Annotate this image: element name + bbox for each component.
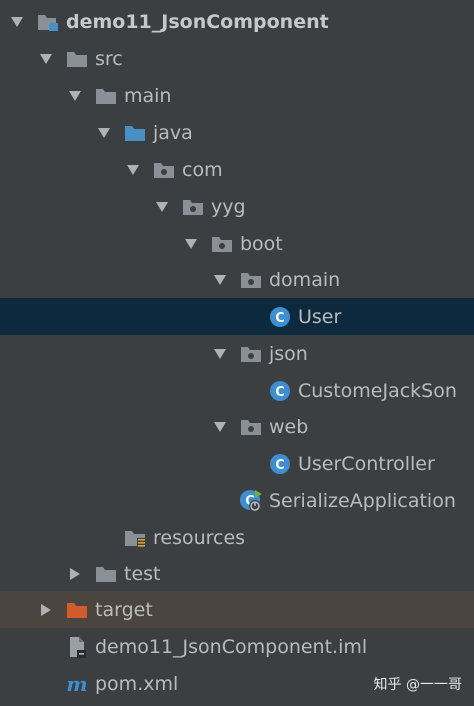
package-icon <box>239 343 263 365</box>
arrow-spacer <box>37 675 55 693</box>
expand-arrow-icon[interactable] <box>211 271 229 289</box>
excluded-folder-icon <box>65 599 89 621</box>
tree-item-label: UserController <box>298 452 435 475</box>
tree-item-target[interactable]: target <box>0 591 474 628</box>
arrow-spacer <box>240 382 258 400</box>
expand-arrow-icon[interactable] <box>95 124 113 142</box>
module-folder-icon <box>36 11 60 33</box>
arrow-spacer <box>95 529 113 547</box>
folder-icon <box>94 85 118 107</box>
expand-arrow-icon[interactable] <box>37 50 55 68</box>
tree-item-iml-file[interactable]: demo11_JsonComponent.iml <box>0 628 474 665</box>
tree-item-main[interactable]: main <box>0 77 474 114</box>
tree-item-label: boot <box>240 232 283 255</box>
tree-item-label: target <box>95 598 153 621</box>
java-class-icon: C <box>268 453 292 475</box>
tree-item-yyg[interactable]: yyg <box>0 188 474 225</box>
tree-item-domain[interactable]: domain <box>0 261 474 298</box>
arrow-spacer <box>240 308 258 326</box>
watermark: 知乎 @一一哥 <box>373 677 462 693</box>
tree-item-label: com <box>182 158 223 181</box>
tree-item-label: json <box>269 342 308 365</box>
tree-item-label: java <box>153 121 193 144</box>
tree-item-label: resources <box>153 526 246 549</box>
arrow-spacer <box>240 455 258 473</box>
package-icon <box>152 159 176 181</box>
expand-arrow-icon[interactable] <box>211 418 229 436</box>
tree-item-label: demo11_JsonComponent <box>66 10 329 33</box>
resources-folder-icon <box>123 527 147 549</box>
tree-item-label: web <box>269 415 309 438</box>
svg-text:C: C <box>275 458 285 473</box>
tree-item-json[interactable]: json <box>0 335 474 372</box>
tree-item-label: yyg <box>211 195 246 218</box>
arrow-spacer <box>37 638 55 656</box>
tree-item-user[interactable]: C User <box>0 298 474 335</box>
java-class-icon: C <box>268 306 292 328</box>
spring-boot-class-icon: C <box>239 489 263 512</box>
tree-item-label: SerializeApplication <box>269 489 456 512</box>
maven-icon: m <box>65 673 89 695</box>
tree-item-label: src <box>95 47 123 70</box>
tree-item-java[interactable]: java <box>0 114 474 151</box>
expand-arrow-icon[interactable] <box>66 87 84 105</box>
package-icon <box>239 416 263 438</box>
folder-icon <box>94 563 118 585</box>
tree-item-label: User <box>298 305 342 328</box>
expand-arrow-icon[interactable] <box>182 235 200 253</box>
package-icon <box>239 269 263 291</box>
tree-item-boot[interactable]: boot <box>0 225 474 262</box>
svg-text:C: C <box>245 494 255 509</box>
svg-text:C: C <box>275 311 285 326</box>
tree-item-label: domain <box>269 268 341 291</box>
tree-item-test[interactable]: test <box>0 555 474 592</box>
expand-arrow-icon[interactable] <box>124 161 142 179</box>
svg-text:m: m <box>66 673 87 695</box>
expand-arrow-icon[interactable] <box>211 345 229 363</box>
svg-text:C: C <box>275 385 285 400</box>
tree-item-label: test <box>124 562 161 585</box>
tree-item-serializeapplication[interactable]: C SerializeApplication <box>0 482 474 519</box>
tree-item-com[interactable]: com <box>0 151 474 188</box>
expand-arrow-icon[interactable] <box>8 13 26 31</box>
iml-file-icon <box>65 636 89 658</box>
package-icon <box>210 233 234 255</box>
source-root-folder-icon <box>123 122 147 144</box>
tree-item-src[interactable]: src <box>0 40 474 77</box>
tree-item-web[interactable]: web <box>0 408 474 445</box>
package-icon <box>181 196 205 218</box>
java-class-icon: C <box>268 380 292 402</box>
tree-item-label: demo11_JsonComponent.iml <box>95 635 368 658</box>
collapse-arrow-icon[interactable] <box>37 601 55 619</box>
tree-item-usercontroller[interactable]: C UserController <box>0 445 474 482</box>
collapse-arrow-icon[interactable] <box>66 565 84 583</box>
tree-item-label: main <box>124 84 172 107</box>
expand-arrow-icon[interactable] <box>153 198 171 216</box>
tree-item-label: CustomeJackSon <box>298 379 457 402</box>
tree-item-resources[interactable]: resources <box>0 519 474 556</box>
folder-icon <box>65 48 89 70</box>
tree-item-label: pom.xml <box>95 672 179 695</box>
tree-item-pom-xml[interactable]: m pom.xml <box>0 665 474 702</box>
tree-item-demo11-jsoncomponent[interactable]: demo11_JsonComponent <box>0 3 474 40</box>
arrow-spacer <box>211 492 229 510</box>
tree-item-customejackson[interactable]: C CustomeJackSon <box>0 372 474 409</box>
